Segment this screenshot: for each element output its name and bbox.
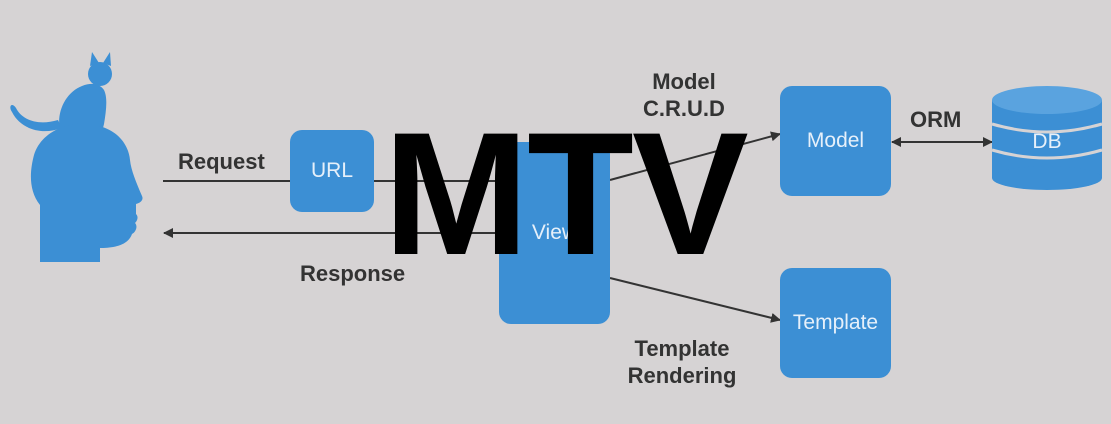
view-to-template-arrow [609,277,781,323]
db-label: DB [1032,130,1062,153]
model-crud-label: Model C.R.U.D [625,68,743,122]
database-cylinder-icon [991,86,1103,190]
template-rendering-line1: Template [634,336,730,361]
url-box: URL [290,130,374,212]
template-box: Template [780,268,891,378]
response-label: Response [300,261,406,286]
url-box-label: URL [310,159,353,182]
model-crud-line1: Model [652,69,716,94]
user-head-with-cat-icon [10,52,143,262]
template-box-label: Template [792,311,879,334]
model-crud-line2: C.R.U.D [643,96,725,121]
request-label: Request [178,149,265,174]
view-box: View [499,142,610,324]
view-box-label: View [531,221,578,244]
model-box: Model [780,86,891,196]
orm-label: ORM [910,107,962,132]
view-to-model-arrow [609,131,781,181]
template-rendering-line2: Rendering [627,363,737,388]
model-box-label: Model [806,129,865,152]
template-rendering-label: Template Rendering [612,335,752,389]
